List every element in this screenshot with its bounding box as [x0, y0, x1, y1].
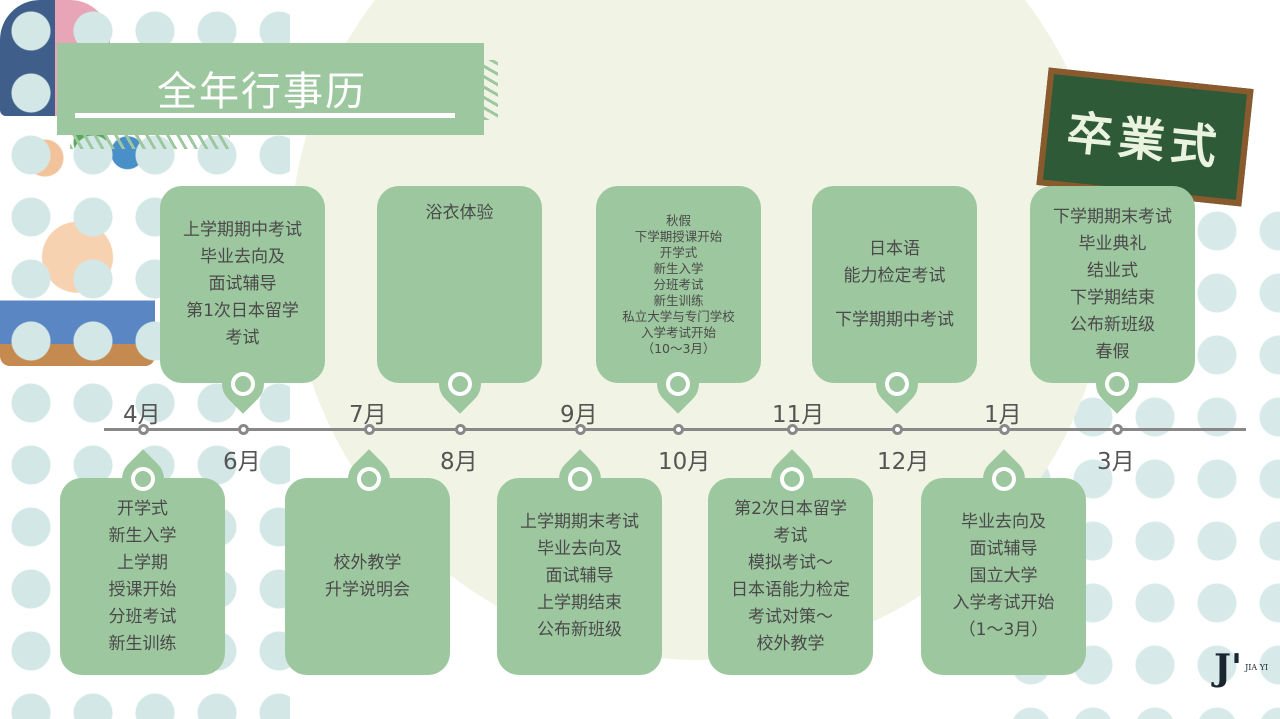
- event-line: 下学期结束: [1070, 287, 1155, 308]
- event-line: 面试辅导: [545, 566, 614, 586]
- event-line: 公布新班级: [537, 620, 622, 640]
- event-line: 毕业去向及: [961, 512, 1046, 532]
- month-label: 6月: [223, 449, 261, 475]
- event-line: 毕业去向及: [200, 247, 285, 267]
- event-line: （10～3月）: [641, 340, 716, 356]
- event-line: 新生入学: [108, 525, 177, 546]
- timeline-tick: [575, 424, 586, 435]
- event-box-bottom: 校外教学升学说明会: [285, 478, 450, 675]
- month-label: 9月: [560, 402, 598, 428]
- event-line: 能力检定考试: [843, 265, 946, 286]
- event-line: 校外教学: [333, 552, 402, 573]
- timeline-tick: [673, 424, 684, 435]
- event-line: 春假: [1095, 341, 1130, 362]
- title-underline: [75, 113, 455, 118]
- logo-name: JIA YI: [1245, 663, 1269, 672]
- event-box-bottom: 第2次日本留学考试模拟考试～ 日本语能力检定考试对策～ 校外教学: [708, 478, 873, 675]
- event-line: 上学期期中考试: [183, 220, 302, 240]
- timeline-tick: [1112, 424, 1123, 435]
- event-box-bottom: 上学期期末考试毕业去向及面试辅导上学期结束公布新班级: [497, 478, 662, 675]
- event-line: 国立大学: [969, 566, 1038, 586]
- event-box-top: 上学期期中考试毕业去向及面试辅导第1次日本留学考试: [160, 186, 325, 383]
- event-line: 上学期期末考试: [520, 512, 639, 532]
- event-box-top: 秋假下学期授课开始开学式新生入学分班考试新生训练私立大学与专门学校入学考试开始（…: [596, 186, 761, 383]
- month-label: 1月: [984, 402, 1022, 428]
- logo-mark: J': [1214, 647, 1243, 689]
- event-box-top: 浴衣体验: [377, 186, 542, 383]
- event-line: 下学期期中考试: [835, 309, 954, 330]
- event-box-bottom: 毕业去向及面试辅导国立大学入学考试开始 （1～3月）: [921, 478, 1086, 675]
- event-line: 考试对策～: [748, 606, 833, 627]
- page-title: 全年行事历: [157, 69, 367, 115]
- event-line: 分班考试: [653, 276, 704, 292]
- event-line: 授课开始: [108, 579, 177, 600]
- event-line: 开学式: [117, 498, 168, 519]
- event-line: 新生训练: [653, 292, 704, 308]
- timeline-tick: [892, 424, 903, 435]
- event-line: 下学期期末考试: [1053, 206, 1172, 227]
- event-line: 新生训练: [108, 633, 177, 654]
- event-line: 私立大学与专门学校: [622, 308, 735, 324]
- timeline-tick: [787, 424, 798, 435]
- month-label: 3月: [1097, 449, 1135, 475]
- event-line: 新生入学: [653, 260, 704, 276]
- event-line: 日本语: [869, 238, 920, 259]
- month-label: 8月: [440, 449, 478, 475]
- event-line: 日本语能力检定: [731, 579, 850, 600]
- event-line: 浴衣体验: [425, 203, 494, 223]
- event-line: 开学式: [659, 244, 698, 260]
- event-line: 面试辅导: [969, 539, 1038, 559]
- timeline-tick: [364, 424, 375, 435]
- event-line: 入学考试开始: [952, 593, 1055, 613]
- event-line: 考试: [225, 328, 260, 348]
- event-box-bottom: 开学式新生入学上学期授课开始分班考试新生训练: [60, 478, 225, 675]
- month-label: 11月: [772, 402, 825, 428]
- event-line: 结业式: [1087, 260, 1138, 281]
- decor-hatch: [70, 135, 230, 149]
- month-label: 4月: [123, 402, 161, 428]
- timeline-tick: [455, 424, 466, 435]
- decor-hatch: [484, 60, 498, 120]
- chalkboard-text: 卒業式: [1064, 104, 1226, 175]
- event-line: 升学说明会: [325, 579, 410, 600]
- event-line: 模拟考试～: [748, 552, 833, 573]
- event-line: 毕业去向及: [537, 539, 622, 559]
- event-line: 入学考试开始: [640, 324, 716, 340]
- title-banner: 全年行事历: [57, 43, 484, 135]
- jiayi-logo: J' JIA YI: [1214, 648, 1268, 688]
- event-line: 第2次日本留学: [734, 498, 847, 519]
- month-label: 10月: [658, 449, 711, 475]
- month-label: 7月: [349, 402, 387, 428]
- event-line: 下学期授课开始: [634, 228, 723, 244]
- month-label: 12月: [877, 449, 930, 475]
- event-line: 上学期: [117, 552, 168, 573]
- event-line: 分班考试: [108, 606, 177, 627]
- timeline-tick: [238, 424, 249, 435]
- event-line: 考试: [773, 525, 808, 546]
- event-line: （1～3月）: [958, 620, 1049, 640]
- timeline-tick: [138, 424, 149, 435]
- event-line: 秋假: [665, 212, 691, 228]
- event-box-top: 日本语能力检定考试下学期期中考试: [812, 186, 977, 383]
- event-line: 校外教学: [756, 633, 825, 654]
- event-line: 上学期结束: [537, 593, 622, 613]
- event-line: 公布新班级: [1070, 314, 1155, 335]
- event-line: 毕业典礼: [1078, 233, 1147, 254]
- event-box-top: 下学期期末考试毕业典礼结业式下学期结束公布新班级春假: [1030, 186, 1195, 383]
- timeline-tick: [999, 424, 1010, 435]
- event-line: 第1次日本留学: [186, 301, 299, 321]
- event-line: 面试辅导: [208, 274, 277, 294]
